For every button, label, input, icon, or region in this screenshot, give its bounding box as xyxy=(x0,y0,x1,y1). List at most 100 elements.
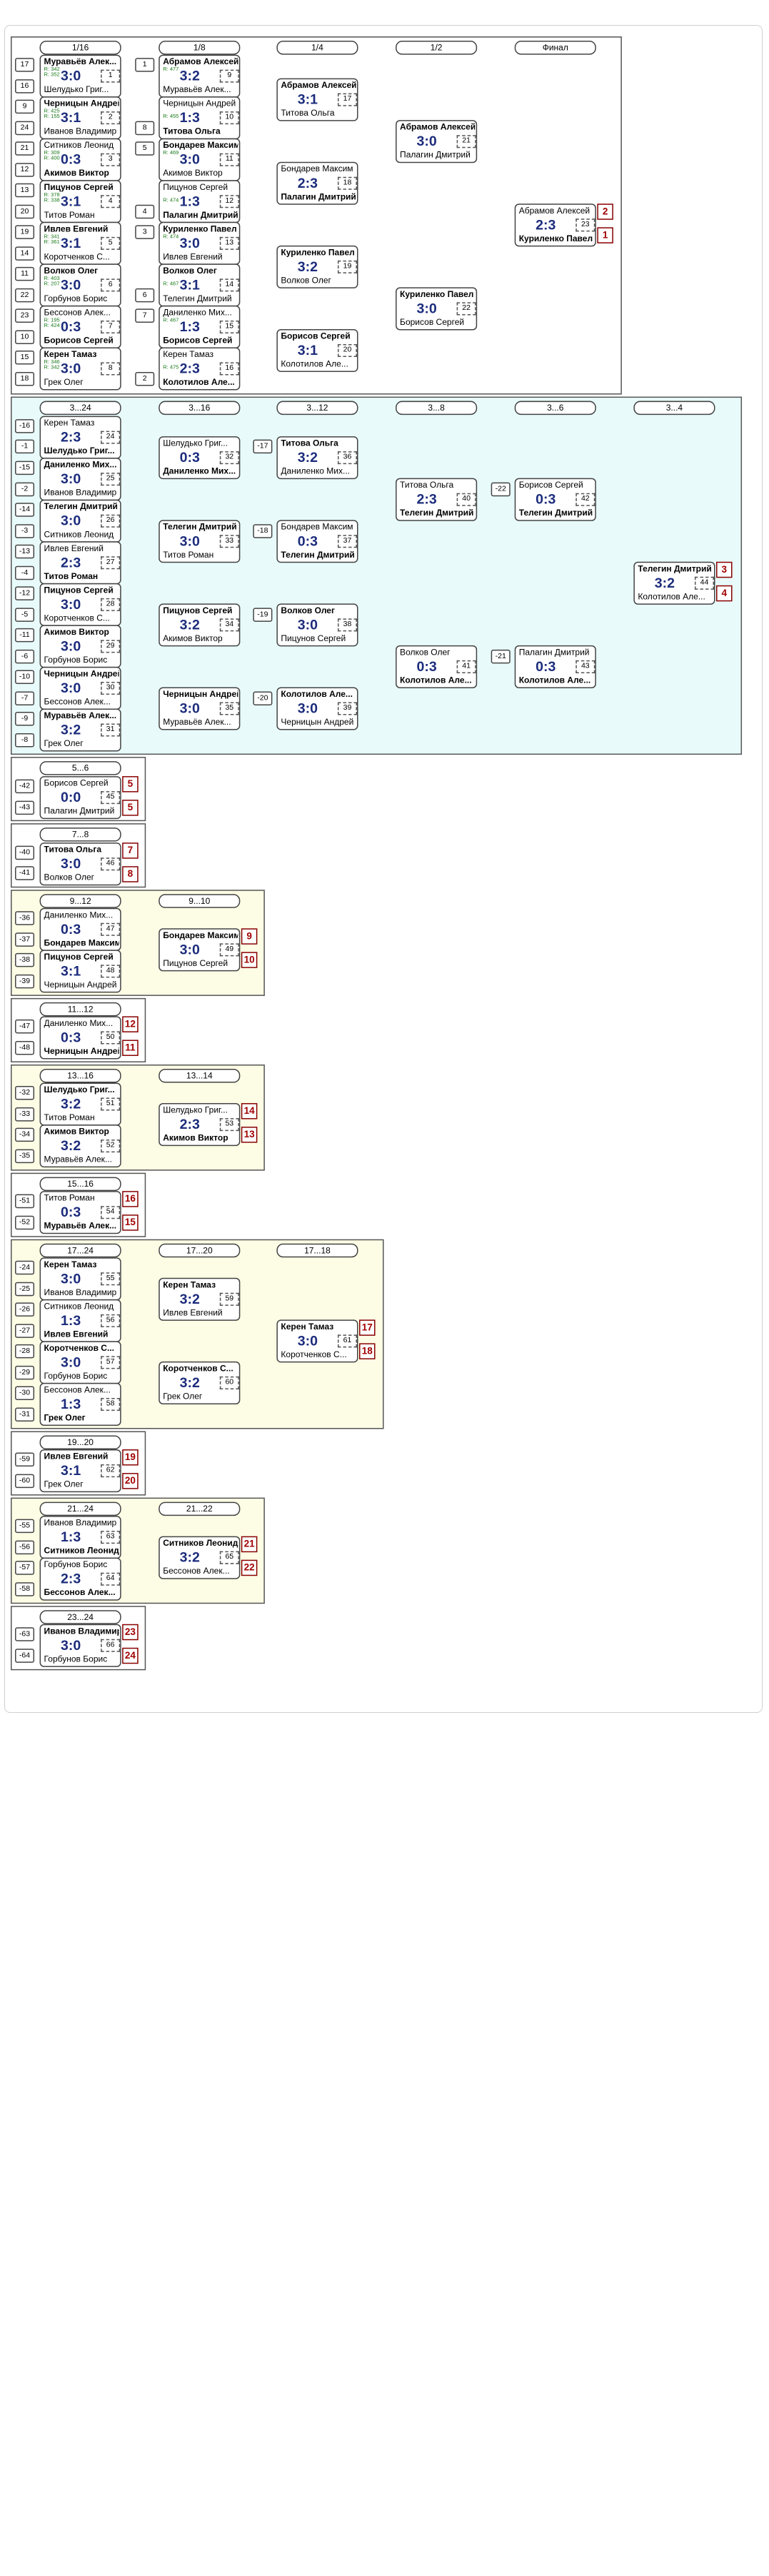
match-score: 3:2 xyxy=(60,721,81,738)
seed-slot: -9 xyxy=(15,711,35,726)
player-1-name: Бондарев Максим xyxy=(281,522,353,532)
match-score: 3:2 xyxy=(179,1374,200,1391)
player-2-name: Черницын Андрей xyxy=(281,717,354,728)
player-2-rating: R: 155 xyxy=(44,114,60,121)
player-1-rating: R: 469 xyxy=(163,150,179,157)
round-header: 5...6 xyxy=(39,761,121,775)
match-score: 3:1 xyxy=(297,341,318,358)
seed-slot: 13 xyxy=(15,183,35,198)
place-badge: 5 xyxy=(122,776,139,793)
seed-slot: -42 xyxy=(15,779,35,794)
player-1-name: Пицунов Сергей xyxy=(44,952,114,962)
player-2-name: Грек Олег xyxy=(44,377,84,388)
player-2-name: Шелудько Григ... xyxy=(44,446,115,456)
match-score: 3:1 xyxy=(60,193,81,209)
seed-slot: 19 xyxy=(15,225,35,239)
match-number: 41 xyxy=(456,660,476,673)
player-1-name: Керен Тамаз xyxy=(44,418,95,428)
match-score: 3:0 xyxy=(297,616,318,633)
match-score: 3:0 xyxy=(60,1636,81,1654)
match-number: 39 xyxy=(337,702,357,715)
player-2-name: Горбунов Борис xyxy=(44,655,108,665)
round-header: 13...14 xyxy=(159,1068,241,1083)
player-1-name: Муравьёв Алек... xyxy=(44,56,117,67)
match-score: 0:3 xyxy=(179,449,200,466)
player-2-name: Палагин Дмитрий xyxy=(281,191,356,202)
place-badge: 19 xyxy=(122,1449,139,1466)
player-1-name: Титов Роман xyxy=(44,1193,95,1203)
player-2-name: Черницын Андрей xyxy=(44,1046,119,1056)
player-2-name: Титов Роман xyxy=(44,1112,95,1123)
match-score: 1:3 xyxy=(60,1395,81,1412)
player-1-name: Иванов Владимир xyxy=(44,1626,119,1636)
player-2-name: Ситников Леонид xyxy=(44,1546,119,1556)
